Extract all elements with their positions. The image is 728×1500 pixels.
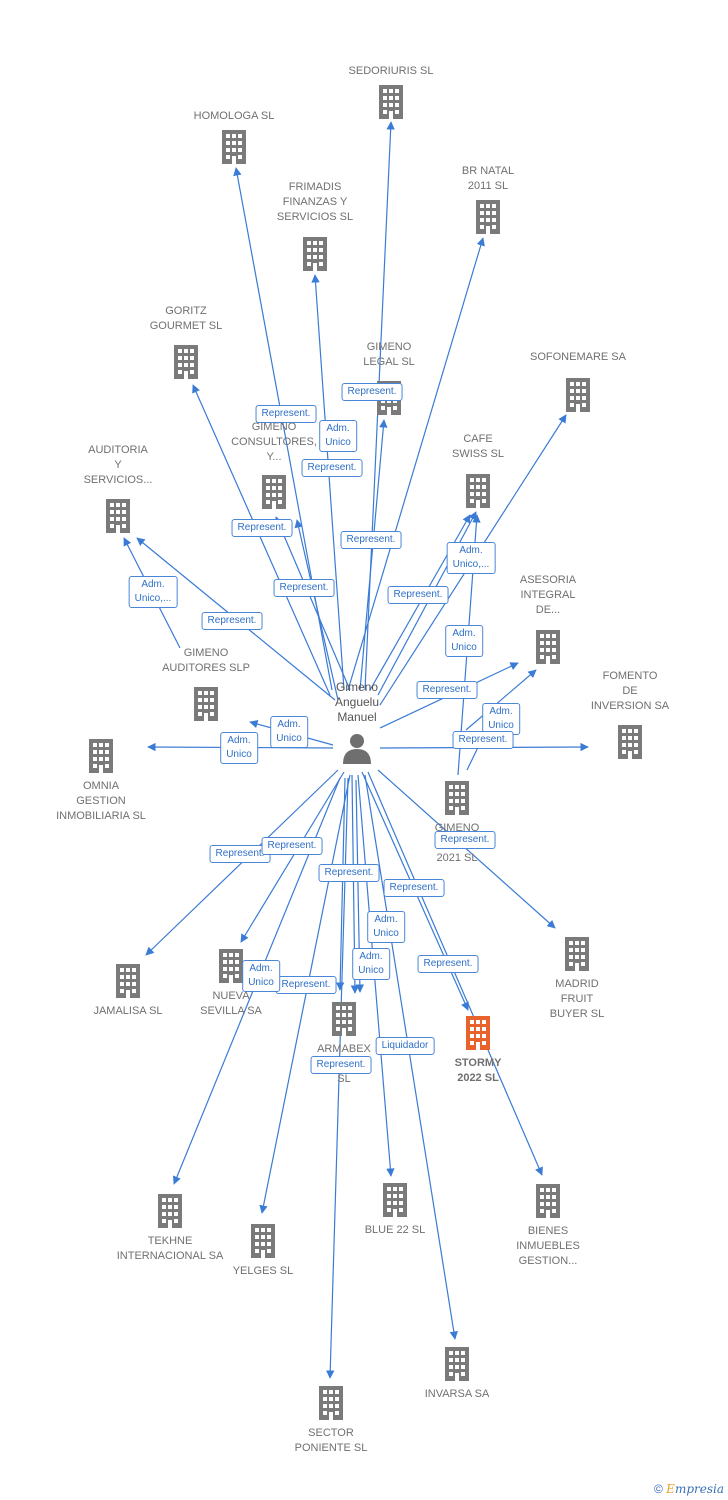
relation-badge: Adm. Unico,... (446, 542, 496, 574)
company-label-asesoria[interactable]: ASESORIA INTEGRAL DE... (519, 574, 577, 616)
company-label-homologa[interactable]: HOMOLOGA SL (193, 110, 275, 122)
relation-badge: Represent. (231, 519, 293, 537)
company-label-stormy[interactable]: STORMY 2022 SL (454, 1057, 502, 1084)
company-label-yelges[interactable]: YELGES SL (232, 1265, 294, 1277)
relation-badge: Represent. (301, 459, 363, 477)
building-icon[interactable] (319, 1386, 343, 1420)
person-name[interactable]: Gimeno Anguelu Manuel (334, 680, 380, 724)
relation-edge (259, 774, 351, 1214)
relation-edge (377, 769, 556, 929)
building-icon[interactable] (536, 630, 560, 664)
building-icon[interactable] (466, 1016, 490, 1050)
relation-badge: Represent. (434, 831, 496, 849)
company-label-fomento[interactable]: FOMENTO DE INVERSION SA (590, 670, 670, 712)
company-label-frimadis[interactable]: FRIMADIS FINANZAS Y SERVICIOS SL (276, 181, 354, 223)
relation-badge: Represent. (273, 579, 335, 597)
building-icon[interactable] (89, 739, 113, 773)
relation-edge (335, 777, 346, 991)
relation-badge: Adm. Unico (482, 703, 520, 735)
relation-badge: Represent. (387, 586, 449, 604)
company-label-cafeswiss[interactable]: CAFE SWISS SL (452, 433, 504, 460)
company-label-bienes[interactable]: BIENES INMUEBLES GESTION... (516, 1225, 580, 1267)
building-icon[interactable] (566, 378, 590, 412)
relation-badge: Adm. Unico (445, 625, 483, 657)
copyright-symbol: © (653, 1482, 663, 1496)
relation-badge: Represent. (310, 1056, 372, 1074)
relation-edge (275, 516, 351, 691)
relation-badge: Adm. Unico (319, 420, 357, 452)
relation-badge: Adm. Unico (270, 716, 308, 748)
relation-badge: Represent. (340, 531, 402, 549)
building-icon[interactable] (445, 1347, 469, 1381)
person-icon[interactable] (343, 734, 371, 764)
company-label-invarsa[interactable]: INVARSA SA (424, 1388, 490, 1400)
company-label-sectorponiente[interactable]: SECTOR PONIENTE SL (294, 1427, 368, 1454)
relation-badge: Represent. (255, 405, 317, 423)
building-icon[interactable] (158, 1194, 182, 1228)
building-icon[interactable] (383, 1183, 407, 1217)
relation-edge (359, 419, 388, 691)
relation-badge: Adm. Unico (352, 948, 390, 980)
company-label-brnatal[interactable]: BR NATAL 2011 SL (461, 165, 515, 192)
building-icon[interactable] (379, 85, 403, 119)
brand-initial: E (666, 1482, 675, 1496)
building-icon[interactable] (618, 725, 642, 759)
building-icon[interactable] (251, 1224, 275, 1258)
building-icon[interactable] (536, 1184, 560, 1218)
company-label-blue22[interactable]: BLUE 22 SL (364, 1224, 426, 1236)
relation-edge (192, 384, 331, 696)
company-label-sofonemare[interactable]: SOFONEMARE SA (530, 351, 626, 363)
building-icon[interactable] (106, 499, 130, 533)
relation-badge: Adm. Unico (242, 960, 280, 992)
relation-badge: Represent. (318, 864, 380, 882)
relation-badge: Adm. Unico,... (128, 576, 178, 608)
relation-badge: Liquidador (375, 1037, 435, 1055)
brand-name: mpresia (674, 1482, 724, 1496)
relation-edge (294, 519, 339, 701)
building-icon[interactable] (445, 781, 469, 815)
relation-badge: Represent. (261, 837, 323, 855)
relation-edge (347, 237, 485, 691)
relation-badge: Represent. (383, 879, 445, 897)
company-label-omnia[interactable]: OMNIA GESTION INMOBILIARIA SL (56, 780, 146, 822)
relation-edge (311, 274, 345, 691)
building-icon[interactable] (116, 964, 140, 998)
building-icon[interactable] (174, 345, 198, 379)
building-icon[interactable] (303, 237, 327, 271)
company-label-auditoria[interactable]: AUDITORIA Y SERVICIOS... (83, 444, 153, 486)
building-icon[interactable] (219, 949, 243, 983)
relation-badge: Represent. (452, 731, 514, 749)
company-label-gimenoconsultores[interactable]: GIMENO CONSULTORES, Y... (231, 421, 317, 463)
building-icon[interactable] (466, 474, 490, 508)
building-icon[interactable] (476, 200, 500, 234)
building-icon[interactable] (194, 687, 218, 721)
building-icon[interactable] (332, 1002, 356, 1036)
company-label-sedoriuris[interactable]: SEDORIURIS SL (348, 65, 434, 77)
footer-brand: © Empresia (654, 1482, 724, 1496)
building-icon[interactable] (565, 937, 589, 971)
company-label-gimenolegal[interactable]: GIMENO LEGAL SL (363, 341, 415, 368)
relation-badge: Adm. Unico (220, 732, 258, 764)
relation-edge (240, 771, 345, 943)
company-label-goritz[interactable]: GORITZ GOURMET SL (149, 305, 223, 332)
relation-badge: Represent. (417, 955, 479, 973)
relation-badge: Adm. Unico (367, 911, 405, 943)
building-icon[interactable] (262, 475, 286, 509)
building-icon[interactable] (222, 130, 246, 164)
company-label-tekhne[interactable]: TEKHNE INTERNACIONAL SA (116, 1235, 224, 1262)
company-label-jamalisa[interactable]: JAMALISA SL (93, 1005, 163, 1017)
relation-edge (367, 771, 543, 1176)
company-label-gimenoauditores[interactable]: GIMENO AUDITORES SLP (162, 647, 250, 674)
relation-badge: Represent. (341, 383, 403, 401)
company-label-nuevasevilla[interactable]: NUEVA SEVILLA SA (200, 990, 262, 1017)
relation-edge (364, 774, 458, 1340)
relation-edge (465, 669, 537, 731)
company-label-madridfruit[interactable]: MADRID FRUIT BUYER SL (549, 978, 605, 1020)
relation-badge: Represent. (201, 612, 263, 630)
relation-badge: Represent. (275, 976, 337, 994)
relation-badge: Represent. (416, 681, 478, 699)
